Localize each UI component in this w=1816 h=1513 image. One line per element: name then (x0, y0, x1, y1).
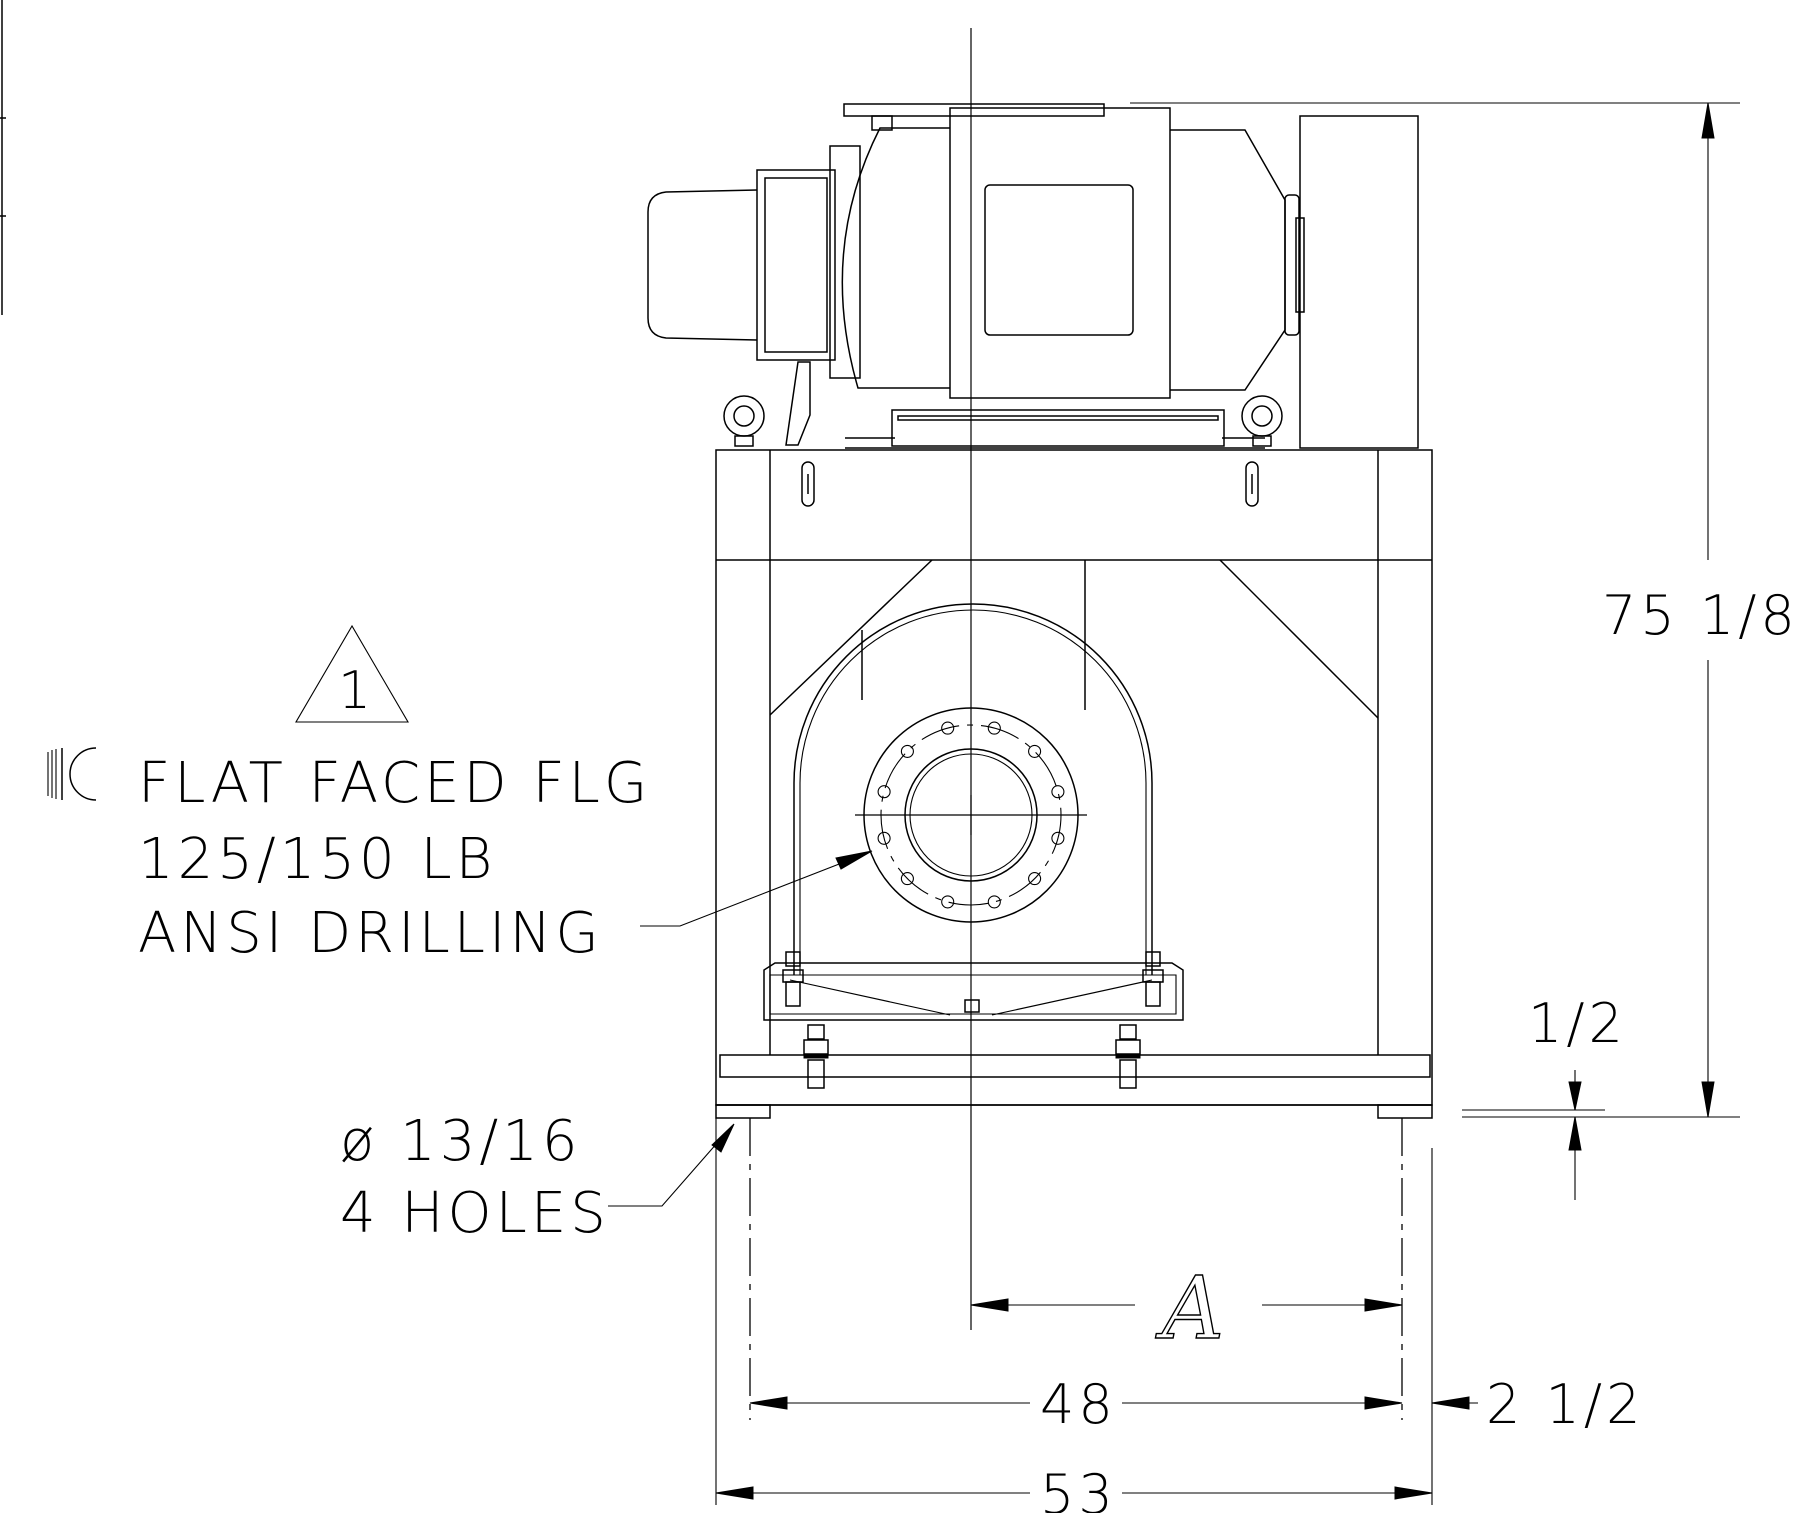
bolt-hole (1051, 831, 1065, 845)
centerline-symbol (47, 747, 97, 801)
dim-overall-height-value: 75 1/8 (1602, 584, 1799, 647)
bolt-hole (877, 831, 891, 845)
motor-assembly (647, 103, 1419, 449)
dimension-hole-edge-offset (1431, 1396, 1478, 1410)
flange-note-line-2: 125/150 LB (138, 827, 496, 892)
bolt-hole (941, 721, 955, 735)
bolt-hole (900, 872, 914, 886)
flange-note-line-1: FLAT FACED FLG (138, 751, 651, 816)
dimension-overall-height (1130, 102, 1740, 1118)
sheet-border-fragment (0, 0, 6, 315)
flange-bolt-holes (877, 721, 1065, 909)
revision-number: 1 (338, 661, 375, 721)
lifting-eye-left (723, 395, 765, 447)
bolt-hole (1051, 785, 1065, 799)
dim-hole-edge-offset-value: 2 1/2 (1486, 1373, 1644, 1436)
dim-overall-width-value: 53 (1040, 1463, 1117, 1513)
dimension-base-clearance (1568, 1070, 1582, 1200)
bolt-hole (941, 895, 955, 909)
dim-a-label: A (1155, 1259, 1224, 1359)
hole-note: ø 13/16 4 HOLES (340, 1109, 735, 1246)
bolt-hole (1028, 744, 1042, 758)
bolt-hole (1028, 872, 1042, 886)
dimension-hole-spacing (749, 1396, 1403, 1410)
hole-note-line-2: 4 HOLES (340, 1181, 610, 1246)
discharge-flange (855, 707, 1087, 923)
hole-note-line-1: ø 13/16 (340, 1109, 581, 1174)
bolt-hole (987, 721, 1001, 735)
revision-triangle (295, 624, 409, 723)
dimension-overall-width (715, 1486, 1433, 1500)
bolt-hole (900, 744, 914, 758)
bolt-hole (987, 895, 1001, 909)
pump-saddle-support (763, 951, 1184, 1089)
pump-volute (793, 603, 1153, 975)
flange-note-line-3: ANSI DRILLING (138, 901, 603, 966)
flange-note: FLAT FACED FLG 125/150 LB ANSI DRILLING (138, 751, 873, 966)
dim-hole-spacing-value: 48 (1040, 1373, 1117, 1436)
bolt-hole (877, 785, 891, 799)
dim-base-clearance-value: 1/2 (1528, 992, 1627, 1055)
dimension-a (970, 1298, 1403, 1312)
lifting-eye-right (1241, 395, 1283, 447)
